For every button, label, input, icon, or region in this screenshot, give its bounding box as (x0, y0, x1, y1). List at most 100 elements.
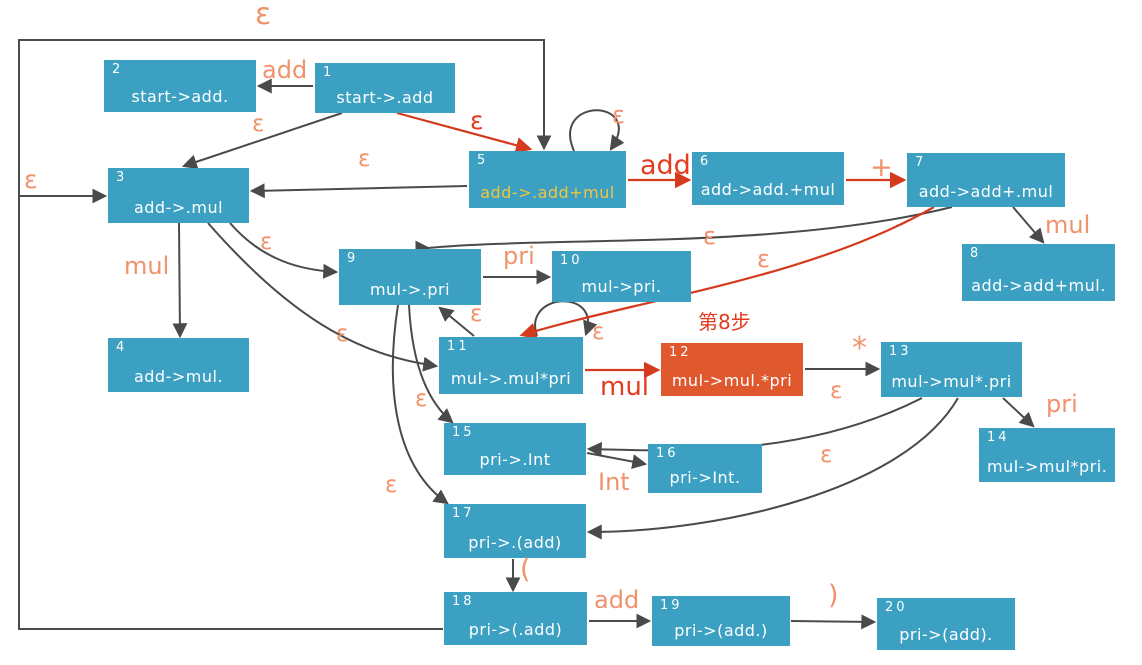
edge-label-epsilon: ε (830, 378, 843, 404)
edge-3-to-4 (172, 222, 188, 339)
node-number: 10 (560, 253, 583, 268)
node-number: 19 (660, 598, 683, 613)
node-number: 14 (987, 430, 1010, 445)
edge-5-to-3 (249, 183, 468, 199)
node-production: mul->.mul*pri (450, 369, 572, 388)
edge-label-epsilon: ε (252, 111, 265, 137)
node-number: 6 (700, 154, 712, 169)
state-node-4: 4 add->mul. (108, 338, 249, 392)
state-node-8: 8 add->add+mul. (962, 244, 1115, 301)
edge-label-add: add (594, 586, 640, 614)
state-node-16: 16 pri->Int. (648, 444, 762, 493)
edge-label-epsilon: ε (757, 245, 770, 273)
edge-label-add: add (640, 150, 691, 181)
state-node-7: 7 add->add+.mul (907, 153, 1065, 207)
edge-label-mul: mul (1045, 211, 1091, 239)
node-production: mul->.pri (369, 280, 451, 299)
node-production: mul->mul*pri. (987, 457, 1108, 476)
node-production: add->add.+mul (700, 180, 836, 199)
edge-label-mul: mul (124, 252, 170, 280)
edge-1-to-5-highlight (396, 111, 533, 154)
edge-label-epsilon: ε (470, 301, 483, 327)
state-node-13: 13 mul->mul*.pri (881, 342, 1022, 397)
node-number: 8 (970, 246, 982, 261)
state-node-11: 11 mul->.mul*pri (439, 337, 583, 394)
edge-label-add: add (262, 56, 308, 84)
edge-label-epsilon: ε (592, 319, 605, 345)
node-production: pri->(add.) (674, 621, 768, 640)
state-node-10: 10 mul->pri. (552, 251, 691, 302)
node-number: 16 (656, 446, 679, 461)
state-node-17: 17 pri->.(add) (444, 504, 586, 558)
state-node-3: 3 add->.mul (108, 168, 249, 223)
state-node-20: 20 pri->(add). (877, 598, 1015, 650)
node-number: 13 (889, 344, 912, 359)
edge-3-to-9 (229, 222, 339, 279)
state-node-5: 5 add->.add+mul (469, 151, 626, 208)
node-number: 12 (669, 345, 692, 360)
node-production: add->.mul (133, 198, 224, 217)
node-number: 5 (477, 153, 489, 168)
node-number: 3 (116, 170, 128, 185)
node-number: 20 (885, 600, 908, 615)
edge-label-epsilon: ε (358, 146, 371, 172)
edge-label-epsilon: ε (336, 321, 349, 347)
edge-label-+: + (870, 152, 893, 183)
node-number: 1 (323, 65, 335, 80)
node-production: pri->.(add) (468, 533, 562, 552)
node-production: pri->(add). (899, 625, 993, 644)
node-production: start->add. (131, 87, 229, 106)
edge-label-epsilon: ε (612, 101, 625, 129)
node-production: add->.add+mul (480, 183, 615, 202)
edge-label-(: ( (520, 554, 531, 585)
edge-label-): ) (828, 580, 839, 611)
node-number: 11 (447, 339, 470, 354)
node-production: start->.add (336, 88, 434, 107)
edge-15-to-16 (586, 452, 648, 469)
state-node-2: 2 start->add. (104, 60, 256, 112)
state-node-18: 18 pri->(.add) (444, 592, 587, 645)
state-node-19: 19 pri->(add.) (652, 596, 790, 646)
edge-label-epsilon: ε (470, 106, 484, 135)
node-production: add->add+.mul (918, 182, 1054, 201)
node-number: 17 (452, 506, 475, 521)
edge-label-epsilon: ε (385, 472, 398, 498)
node-number: 4 (116, 340, 128, 355)
node-production: add->add+mul. (971, 276, 1106, 295)
edge-label-pri: pri (503, 242, 535, 270)
node-production: mul->mul*.pri (891, 372, 1012, 391)
edge-11-loop (534, 300, 598, 337)
edge-label-mul: mul (600, 372, 650, 402)
node-production: mul->mul.*pri (671, 371, 793, 390)
edge-19-to-20 (790, 614, 877, 630)
state-node-15: 15 pri->.Int (444, 423, 586, 475)
edge-7-to-8 (1012, 206, 1045, 244)
state-node-6: 6 add->add.+mul (692, 152, 844, 205)
node-number: 7 (915, 155, 927, 170)
node-production: pri->Int. (669, 468, 741, 487)
edge-13-to-15 (586, 397, 923, 457)
node-production: pri->(.add) (468, 620, 563, 639)
node-production: mul->pri. (581, 277, 662, 296)
state-node-12: 12 mul->mul.*pri (661, 343, 803, 396)
edge-label-epsilon: ε (415, 386, 428, 412)
edge-label-epsilon: ε (255, 0, 272, 32)
edge-label-epsilon: ε (703, 222, 716, 250)
node-number: 18 (452, 594, 475, 609)
edge-label-pri: pri (1046, 390, 1078, 418)
edge-label-epsilon: ε (260, 229, 273, 255)
state-node-9: 9 mul->.pri (339, 249, 481, 305)
state-node-14: 14 mul->mul*pri. (979, 428, 1115, 482)
node-number: 9 (347, 251, 359, 266)
edge-label-epsilon: ε (24, 165, 38, 194)
edge-11-to-9 (438, 306, 475, 337)
node-number: 2 (112, 62, 124, 77)
edge-label-*: * (852, 331, 867, 366)
edge-label-epsilon: ε (820, 442, 833, 468)
node-production: pri->.Int (479, 450, 551, 469)
node-number: 15 (452, 425, 475, 440)
node-production: add->mul. (133, 367, 224, 386)
edge-13-to-14 (1002, 397, 1035, 428)
